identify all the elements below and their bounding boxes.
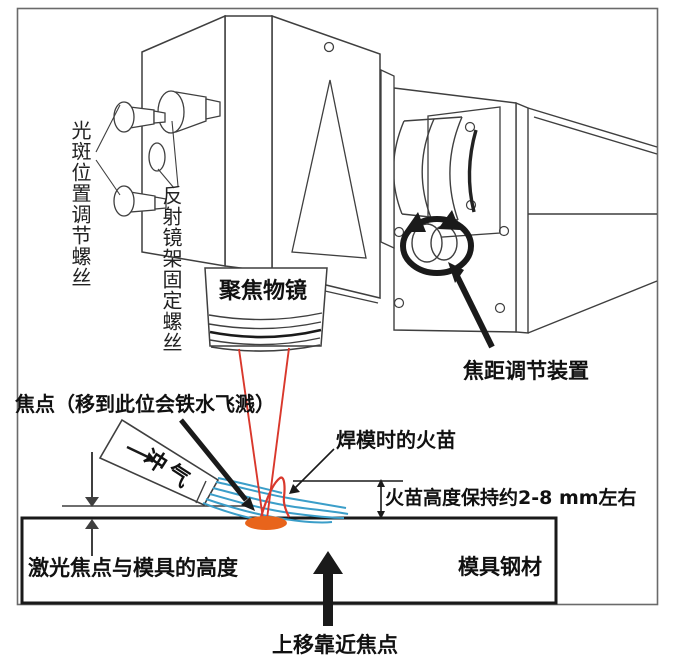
gas-flow-arrow-icon xyxy=(145,452,156,462)
flame-pointer-arrow-icon xyxy=(289,448,335,494)
objective-barrel xyxy=(204,267,328,352)
melt-spot xyxy=(245,516,287,530)
label-focusing-objective: 聚焦物镜 xyxy=(219,279,308,304)
height-up-arrow-icon xyxy=(85,519,99,556)
mold-steel-block xyxy=(20,516,558,605)
label-focal-point-warning: 焦点（移到此位会铁水飞溅） xyxy=(15,392,275,416)
height-down-arrow-icon xyxy=(85,452,99,507)
label-focus-adjust-device: 焦距调节装置 xyxy=(463,359,589,383)
leader-lines xyxy=(95,104,179,196)
move-up-arrow-icon xyxy=(313,551,343,626)
gas-streams xyxy=(202,477,349,524)
label-welding-flame: 焊模时的火苗 xyxy=(336,428,456,452)
rotation-arrow-icon xyxy=(400,210,474,276)
label-focus-mold-height: 激光焦点与模具的高度 xyxy=(28,556,238,580)
laser-beams xyxy=(238,347,290,520)
flame-outline xyxy=(259,476,290,518)
label-move-up-to-focus: 上移靠近焦点 xyxy=(272,633,398,657)
gas-nozzle xyxy=(98,418,220,507)
adjustment-knobs xyxy=(113,90,221,217)
label-mold-steel: 模具钢材 xyxy=(458,555,542,579)
focus-unit-flange xyxy=(393,87,529,334)
label-spot-position-screws: 光斑位置调节螺丝 xyxy=(68,120,92,288)
focus-device-pointer-arrow-icon xyxy=(448,262,495,349)
label-flame-height-note: 火苗高度保持约2-8 mm左右 xyxy=(385,487,637,509)
label-mirror-mount-screws: 反射镜架固定螺丝 xyxy=(159,185,183,353)
connector-plate xyxy=(380,68,395,250)
laser-tube xyxy=(527,107,658,334)
focal-point-pointer-arrow-icon xyxy=(179,418,255,511)
flame-height-dimension xyxy=(293,479,403,519)
focus-knob xyxy=(411,223,458,263)
